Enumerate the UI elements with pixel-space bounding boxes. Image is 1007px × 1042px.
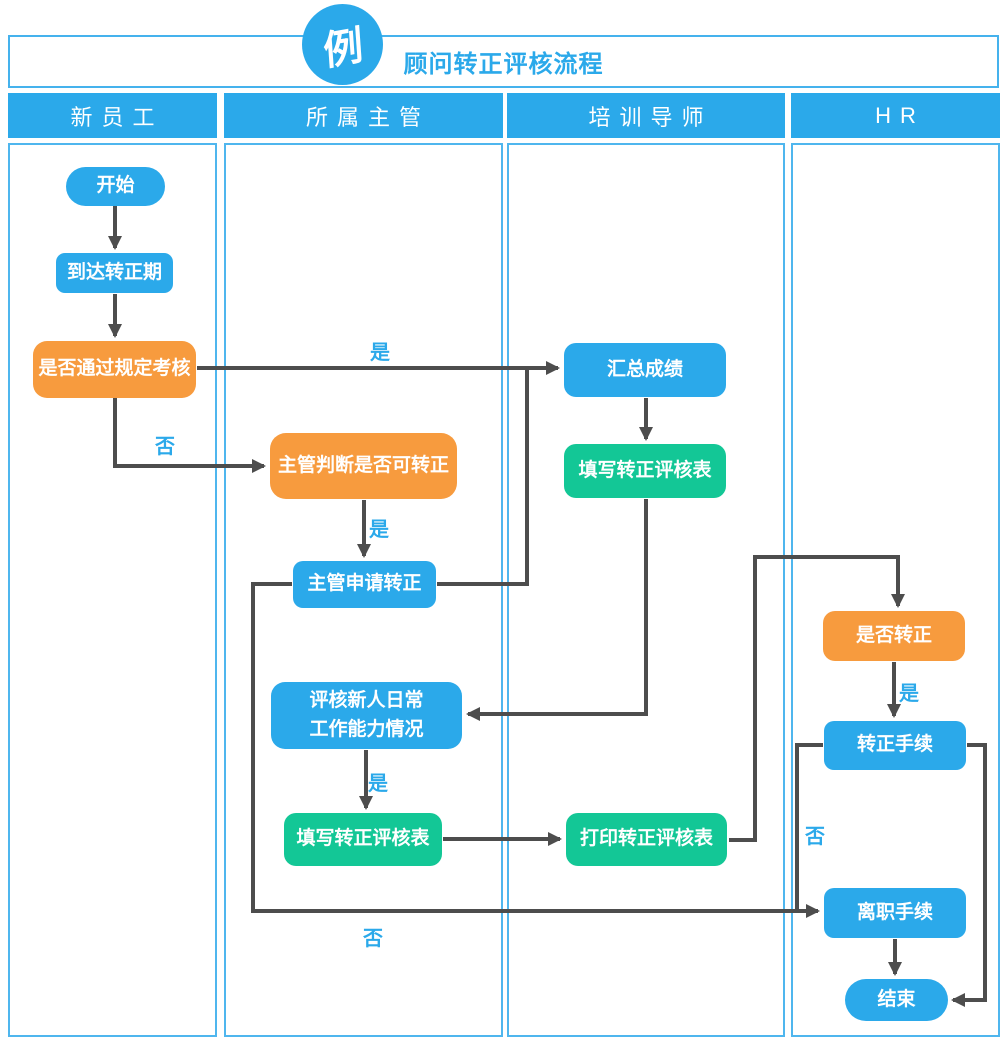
edge-apply-no-to-resignproc	[251, 582, 820, 918]
edge-label-evaluate-yes: 是	[368, 773, 388, 795]
node-supervisor-judge: 主管判断是否可转正	[270, 433, 457, 499]
edge-regularproc-no-merge	[795, 743, 823, 911]
edge-print-to-isregularized	[729, 555, 905, 842]
node-supervisor-apply: 主管申请转正	[293, 561, 436, 608]
node-regular-procedure: 转正手续	[824, 721, 966, 770]
edge-mentorfill-to-evaluate	[466, 499, 648, 721]
edge-apply-merge-to-summarize	[437, 370, 529, 586]
lane-header-supervisor: 所属主管	[224, 93, 503, 138]
edge-label-apply-no: 否	[363, 928, 383, 950]
edge-label-regular-no: 否	[805, 826, 825, 848]
edge-label-pass-yes: 是	[370, 342, 390, 364]
lane-header-new-employee: 新员工	[8, 93, 217, 138]
node-end: 结束	[845, 979, 948, 1021]
node-reach-period: 到达转正期	[56, 253, 173, 293]
edge-label-regular-yes: 是	[899, 683, 919, 705]
node-pass-exam: 是否通过规定考核	[33, 341, 196, 398]
node-is-regularized: 是否转正	[823, 611, 965, 661]
example-badge: 例	[302, 4, 383, 85]
node-supervisor-fill-form: 填写转正评核表	[284, 813, 442, 866]
node-summarize-scores: 汇总成绩	[564, 343, 726, 397]
edge-label-judge-yes: 是	[369, 519, 389, 541]
diagram-title: 顾问转正评核流程	[403, 51, 604, 78]
edge-passexam-no-to-judge	[113, 398, 266, 473]
edge-label-pass-no: 否	[155, 436, 175, 458]
lane-header-hr: HR	[791, 93, 1000, 138]
node-evaluate-daily: 评核新人日常 工作能力情况	[271, 682, 462, 749]
lane-header-mentor: 培训导师	[507, 93, 785, 138]
title-bar	[8, 35, 999, 88]
node-print-form: 打印转正评核表	[566, 813, 727, 866]
node-start: 开始	[66, 167, 165, 206]
node-resign-procedure: 离职手续	[824, 888, 966, 938]
node-mentor-fill-form: 填写转正评核表	[564, 444, 726, 498]
edge-regularproc-to-end	[951, 743, 987, 1007]
